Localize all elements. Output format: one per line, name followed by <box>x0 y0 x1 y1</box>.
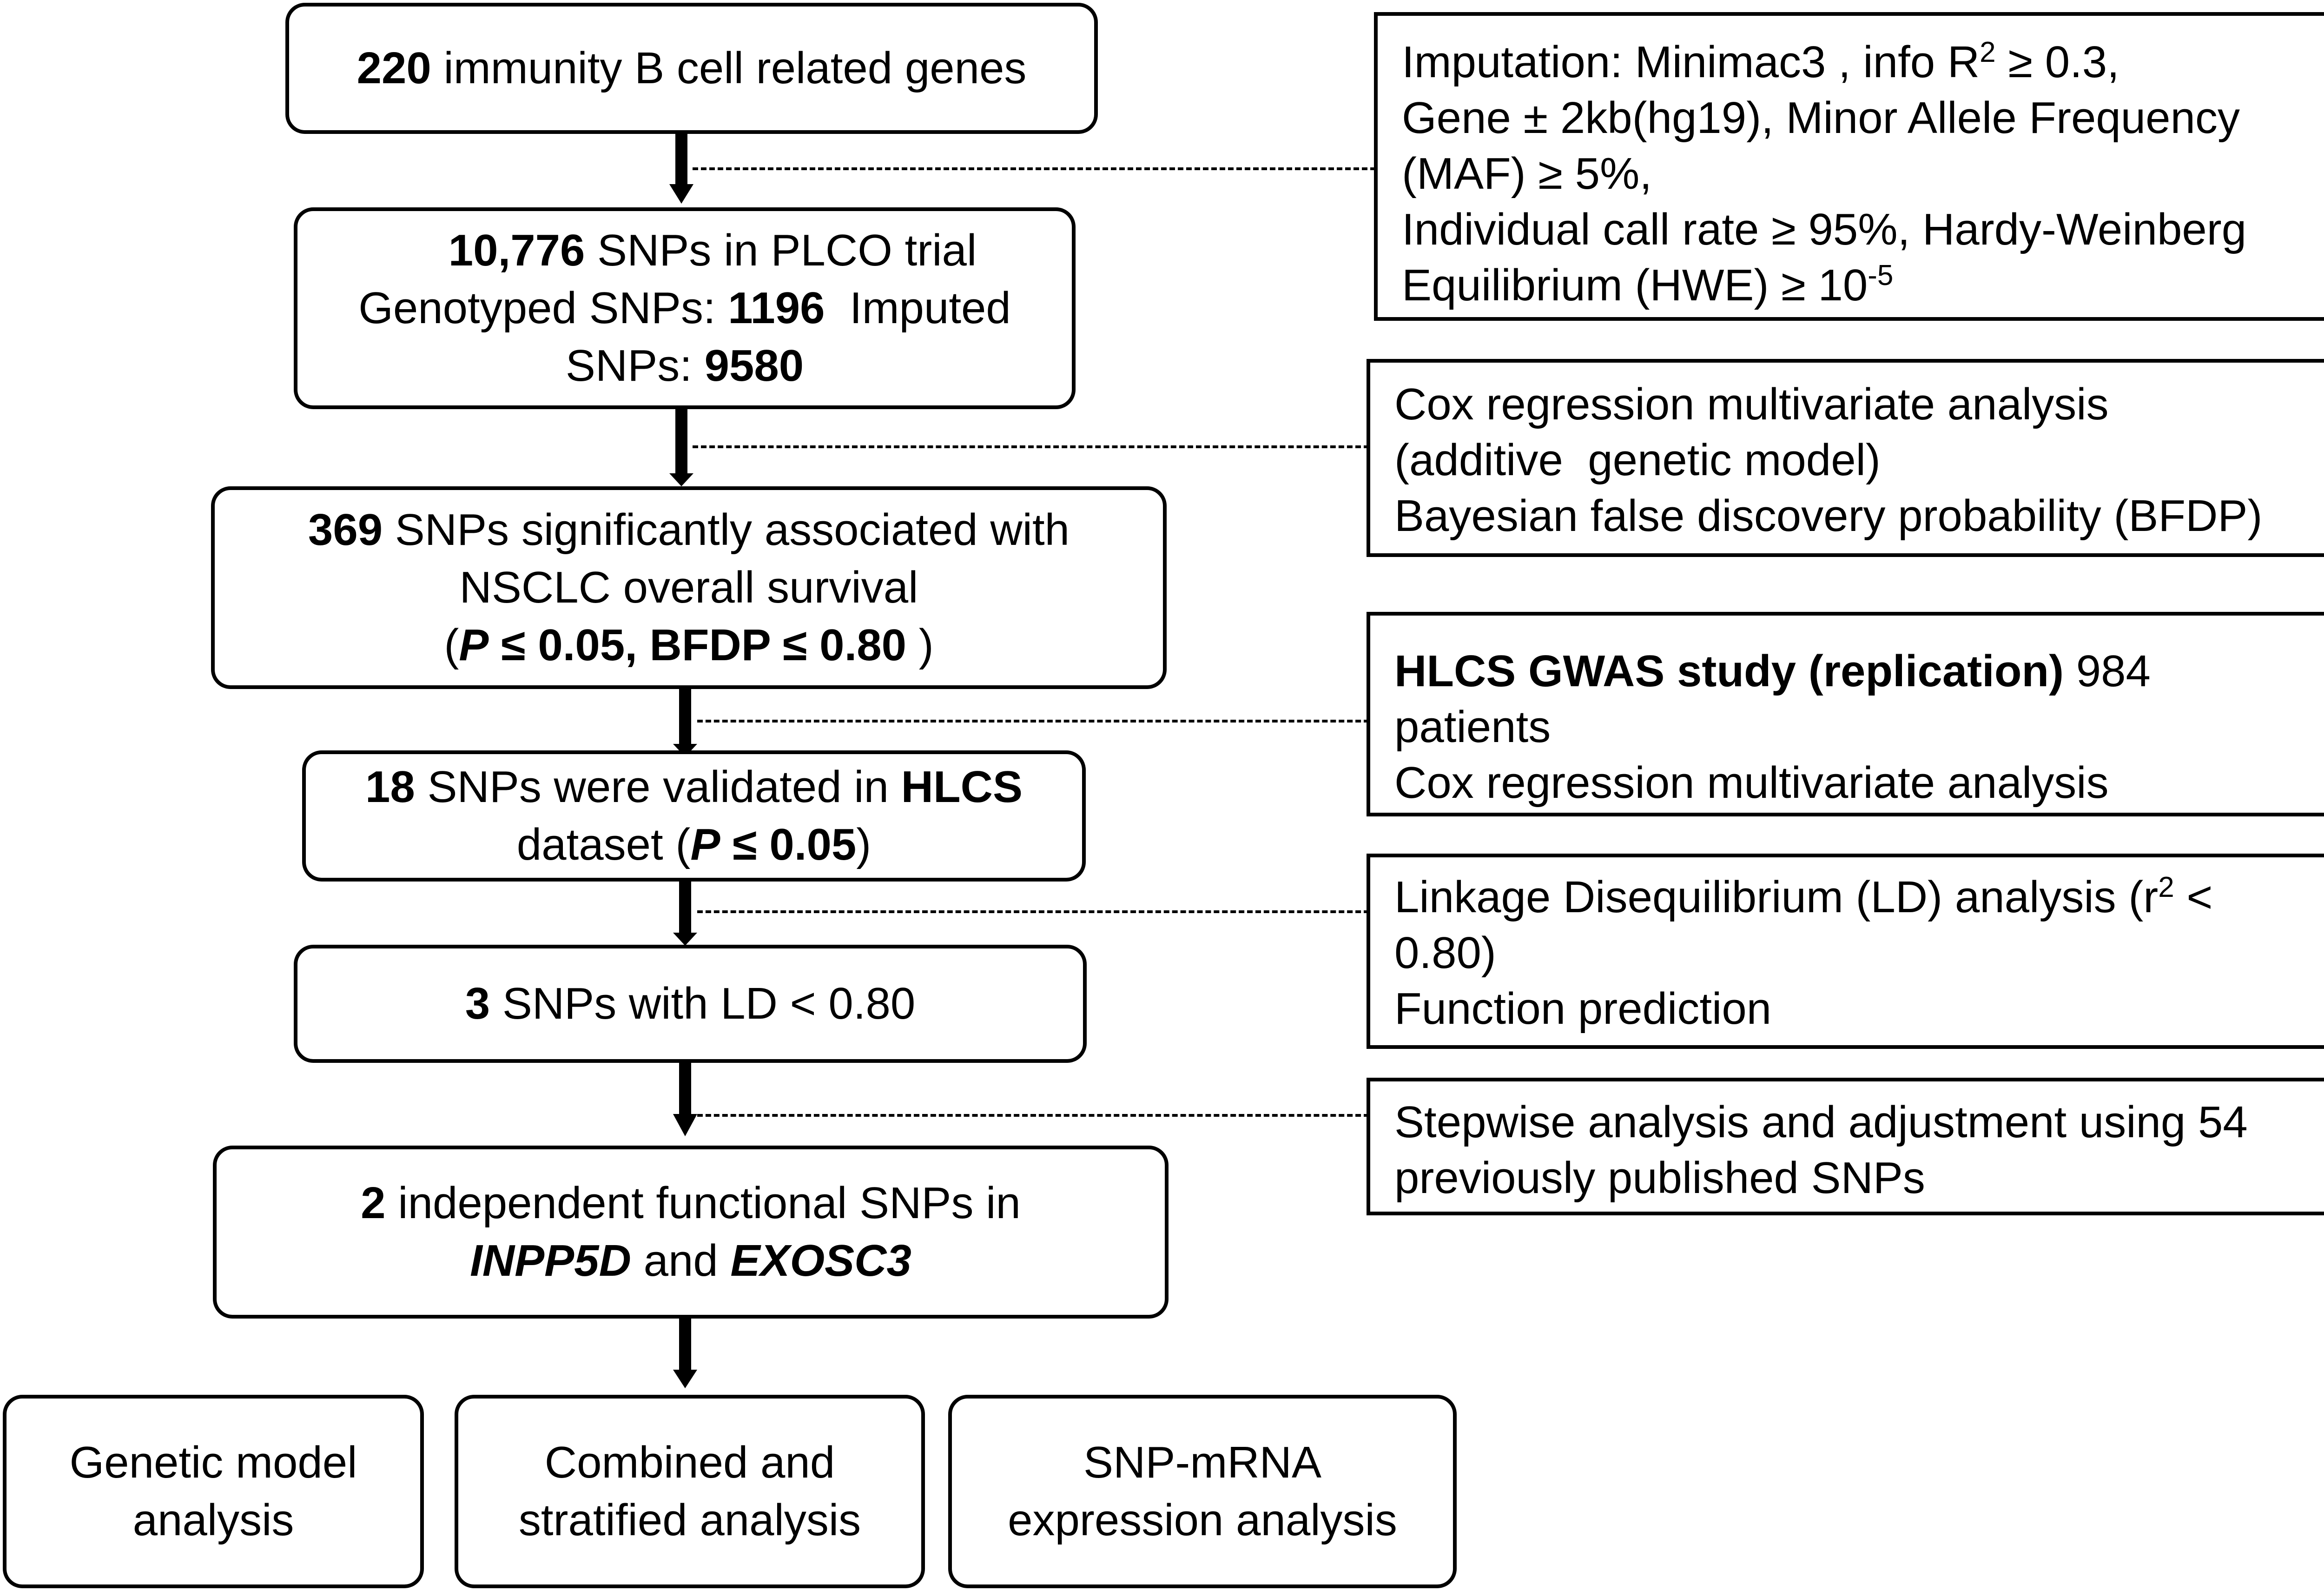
flow-step-functional-snps: 2 independent functional SNPs in INPP5D … <box>213 1146 1169 1319</box>
hlcs-label: HLCS <box>901 762 1023 812</box>
note4-line3: Function prediction <box>1394 984 1772 1034</box>
paren-close: ) <box>906 620 934 670</box>
gene-count: 220 <box>357 43 431 93</box>
connector-note5 <box>697 1114 1369 1117</box>
plco-label: SNPs in PLCO trial <box>585 225 977 275</box>
output2-line1: Combined and <box>544 1438 835 1487</box>
connector-note4 <box>697 910 1369 913</box>
note4-line2: 0.80) <box>1394 928 1496 978</box>
flow-step-genes: 220 immunity B cell related genes <box>285 3 1098 134</box>
note1-line1-end: ≥ 0.3, <box>1995 37 2119 87</box>
note-stepwise-analysis: Stepwise analysis and adjustment using 5… <box>1367 1078 2324 1215</box>
connector-note3 <box>697 720 1369 723</box>
ld-count: 3 <box>465 979 490 1028</box>
and-label: and <box>631 1236 731 1286</box>
output-genetic-model: Genetic model analysis <box>3 1395 424 1588</box>
output2-line2: stratified analysis <box>518 1495 861 1545</box>
ld-label: SNPs with LD < 0.80 <box>490 979 916 1028</box>
validated-label: SNPs were validated in <box>415 762 901 812</box>
output3-line1: SNP-mRNA <box>1083 1438 1321 1487</box>
imputed-count: 9580 <box>704 341 804 391</box>
significant-label: SNPs significantly associated with <box>383 505 1070 555</box>
flow-step-snps-plco: 10,776 SNPs in PLCO trial Genotyped SNPs… <box>294 207 1076 409</box>
note-linkage-disequilibrium: Linkage Disequilibrium (LD) analysis (r2… <box>1367 854 2324 1049</box>
arrow-head-2 <box>669 473 693 486</box>
genotyped-label: Genotyped SNPs: <box>358 283 728 333</box>
note2-line2: (additive genetic model) <box>1394 435 1881 485</box>
genotyped-count: 1196 <box>728 283 825 333</box>
arrow-head-5 <box>673 1114 697 1136</box>
arrow-head-4 <box>673 933 697 946</box>
note5-line2: previously published SNPs <box>1394 1153 1925 1203</box>
validated-count: 18 <box>365 762 415 812</box>
gene-inpp5d: INPP5D <box>470 1236 631 1286</box>
paren-open: ( <box>444 620 459 670</box>
note3-bold: HLCS GWAS study (replication) <box>1394 646 2064 696</box>
note1-line5: Equilibrium (HWE) ≥ 10 <box>1402 260 1868 310</box>
output1-line2: analysis <box>132 1495 294 1545</box>
connector-note2 <box>693 445 1369 448</box>
arrow-head-1 <box>669 184 693 204</box>
gene-exosc3: EXOSC3 <box>730 1236 911 1286</box>
dataset-label: dataset ( <box>516 820 691 869</box>
imputed-label-2: SNPs: <box>565 341 705 391</box>
genes-label: immunity B cell related genes <box>431 43 1027 93</box>
arrow-shaft-2 <box>675 409 687 473</box>
paren-close-2: ) <box>856 820 872 869</box>
note1-sup2: -5 <box>1868 259 1894 292</box>
output-snp-mrna: SNP-mRNA expression analysis <box>948 1395 1457 1588</box>
imputed-label: Imputed <box>825 283 1011 333</box>
note1-line4: Individual call rate ≥ 95%, Hardy-Weinbe… <box>1402 205 2247 254</box>
note-hlcs-replication: HLCS GWAS study (replication) 984 patien… <box>1367 612 2324 816</box>
output3-line2: expression analysis <box>1008 1495 1397 1545</box>
plco-snp-count: 10,776 <box>448 225 585 275</box>
note5-line1: Stepwise analysis and adjustment using 5… <box>1394 1097 2248 1147</box>
significant-count: 369 <box>308 505 383 555</box>
p-symbol: P <box>459 620 489 670</box>
arrow-shaft-1 <box>675 133 687 184</box>
functional-count: 2 <box>361 1178 386 1228</box>
threshold-values: ≤ 0.05, BFDP ≤ 0.80 <box>489 620 907 670</box>
connector-note1 <box>693 167 1376 170</box>
note3-line3: Cox regression multivariate analysis <box>1394 758 2109 808</box>
note1-line1: Imputation: Minimac3 , info R <box>1402 37 1980 87</box>
note3-line2: patients <box>1394 702 1551 752</box>
note-imputation: Imputation: Minimac3 , info R2 ≥ 0.3, Ge… <box>1374 12 2324 321</box>
validated-threshold: ≤ 0.05 <box>720 820 857 869</box>
flow-step-significant-snps: 369 SNPs significantly associated with N… <box>211 486 1167 689</box>
flow-step-validated-snps: 18 SNPs were validated in HLCS dataset (… <box>302 750 1086 882</box>
note1-sup1: 2 <box>1980 36 1996 68</box>
survival-label: NSCLC overall survival <box>459 563 918 612</box>
flow-step-ld-snps: 3 SNPs with LD < 0.80 <box>294 945 1087 1063</box>
note4-sup: 2 <box>2158 871 2174 903</box>
p-symbol-2: P <box>690 820 720 869</box>
arrow-shaft-4 <box>679 882 691 933</box>
note1-line2: Gene ± 2kb(hg19), Minor Allele Frequency <box>1402 93 2240 143</box>
functional-label: independent functional SNPs in <box>385 1178 1021 1228</box>
note4-line1: Linkage Disequilibrium (LD) analysis (r <box>1394 872 2159 922</box>
note4-line1-end: < <box>2174 872 2213 922</box>
arrow-shaft-6 <box>679 1319 691 1370</box>
note1-line3: (MAF) ≥ 5%, <box>1402 149 1652 199</box>
arrow-shaft-3 <box>679 688 691 744</box>
note-cox-regression: Cox regression multivariate analysis (ad… <box>1367 359 2324 557</box>
arrow-head-6 <box>673 1370 697 1388</box>
note2-line1: Cox regression multivariate analysis <box>1394 379 2109 429</box>
note3-count: 984 <box>2064 646 2151 696</box>
note2-line3: Bayesian false discovery probability (BF… <box>1394 491 2263 541</box>
output-combined-stratified: Combined and stratified analysis <box>455 1395 925 1588</box>
arrow-shaft-5 <box>679 1063 691 1114</box>
output1-line1: Genetic model <box>69 1438 357 1487</box>
